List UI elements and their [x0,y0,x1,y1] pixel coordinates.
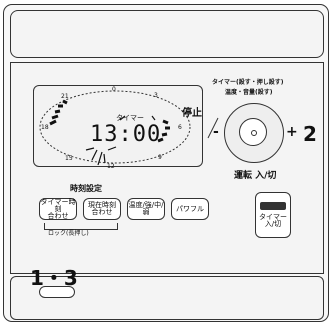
current-time-set-label-1: 現在時刻 [88,201,116,209]
timer-onoff-button[interactable]: タイマー 入/切 [255,192,291,238]
top-cover [10,10,324,58]
dial-number-9: 9 [158,154,162,161]
dial-top-label-2: 温度・音量(設す) [225,89,273,96]
bottom-area [10,276,324,320]
step-callout-right: 2 [303,122,317,146]
time-readout: 13:00 [90,122,162,147]
dial-center-dot [251,130,257,136]
temperature-button-label: 温度/強/中/弱 [128,201,164,216]
dial-number-15: 15 [65,155,73,162]
temperature-button[interactable]: 温度/強/中/弱 [127,198,165,220]
timer-onoff-label-2: 入/切 [264,220,282,228]
timer-onoff-label-1: タイマー [259,212,287,221]
dial-number-6: 6 [178,124,182,131]
powerful-button[interactable]: パワフル [171,198,209,220]
dial-plus: + [286,124,298,140]
time-setting-label: 時刻設定 [70,184,102,193]
dial-number-18: 18 [41,124,49,131]
timer-time-set-label-1: タイマー時刻 [40,197,76,213]
timer-time-set-button[interactable]: タイマー時刻 合わせ [39,198,77,220]
lock-label: ロック(長押し) [48,230,89,237]
dial-minus: - [213,124,219,140]
dial-number-0: 0 [112,86,116,93]
dial-top-label: タイマー(設す・押し設す) [212,79,284,86]
timer-time-set-label-2: 合わせ [47,211,69,220]
current-time-set-button[interactable]: 現在時刻 合わせ [83,198,121,220]
powerful-button-label: パワフル [176,204,204,213]
operation-dial[interactable] [224,103,284,163]
dial-center[interactable] [239,118,267,146]
dial-bottom-label: 運転 入/切 [234,171,277,181]
timer-button-cap [260,201,286,210]
dial-number-3: 3 [154,92,158,99]
lock-bracket [44,223,118,230]
current-time-set-label-2: 合わせ [91,208,113,216]
status-text: 停止 [182,108,202,119]
dial-number-12: 12 [107,163,115,170]
cover-latch[interactable] [39,286,75,298]
timer-label: タイマー [116,114,144,122]
dial-number-21: 21 [61,93,69,100]
